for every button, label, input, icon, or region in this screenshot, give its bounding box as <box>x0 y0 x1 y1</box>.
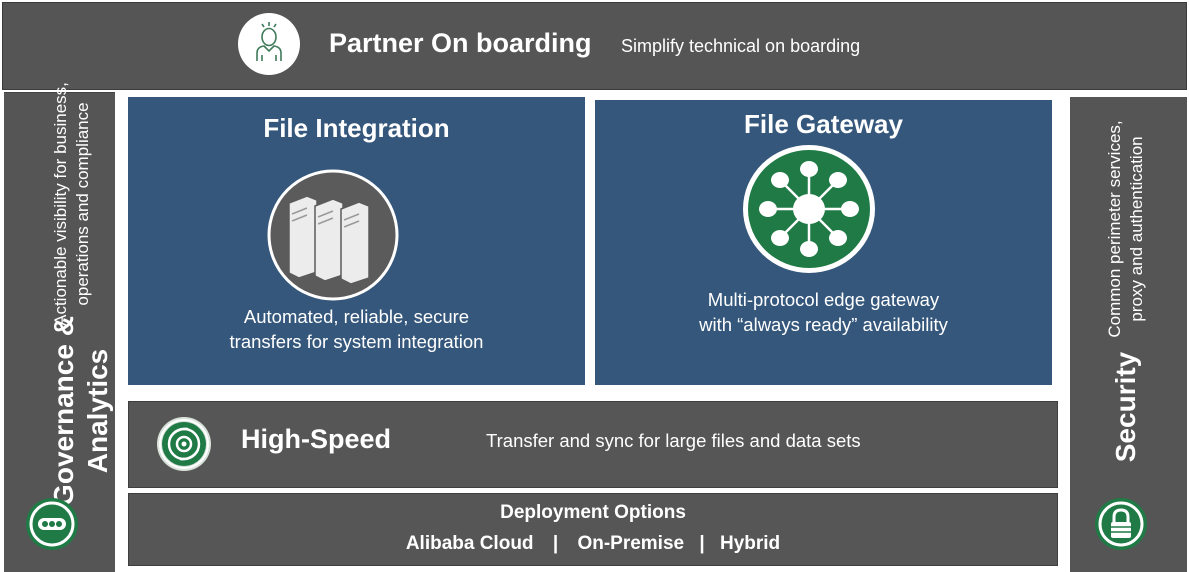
file-integration-title: File Integration <box>263 113 450 143</box>
network-hub-icon <box>742 144 876 274</box>
security-description: Common perimeter services, proxy and aut… <box>1105 120 1146 338</box>
file-gateway-description: Multi-protocol edge gateway with “always… <box>699 289 948 335</box>
file-integration-card: File Integration Automated, reliable, se… <box>128 97 585 385</box>
security-panel <box>1070 97 1187 572</box>
person-icon <box>238 13 300 75</box>
governance-panel <box>4 92 115 572</box>
file-gateway-card: File Gateway Multi-protocol edge gateway… <box>595 100 1052 385</box>
lock-icon <box>1094 497 1148 551</box>
deployment-options-title: Deployment Options <box>500 502 686 523</box>
deployment-option-hybrid: Hybrid <box>719 533 781 554</box>
partner-onboarding-banner <box>2 2 1187 90</box>
partner-onboarding-subtitle: Simplify technical on boarding <box>621 36 861 56</box>
server-icon <box>267 169 399 301</box>
deployment-options-list: Alibaba Cloud | On-Premise | Hybrid <box>129 533 1057 555</box>
option-separator: | <box>699 533 705 554</box>
analytics-icon <box>25 497 79 551</box>
high-speed-description: Transfer and sync for large files and da… <box>486 430 861 451</box>
deployment-options-bar: Deployment Options Alibaba Cloud | On-Pr… <box>128 493 1058 566</box>
high-speed-icon <box>156 416 212 472</box>
high-speed-title: High-Speed <box>241 424 392 454</box>
security-title: Security <box>1110 351 1141 463</box>
deployment-option-on-premise: On-Premise <box>577 533 685 554</box>
partner-onboarding-title: Partner On boarding <box>329 28 592 58</box>
high-speed-bar: High-Speed Transfer and sync for large f… <box>128 401 1058 488</box>
option-separator: | <box>552 533 559 554</box>
deployment-option-alibaba-cloud: Alibaba Cloud <box>405 533 534 554</box>
file-gateway-title: File Gateway <box>744 109 903 139</box>
file-integration-description: Automated, reliable, secure transfers fo… <box>229 306 484 352</box>
